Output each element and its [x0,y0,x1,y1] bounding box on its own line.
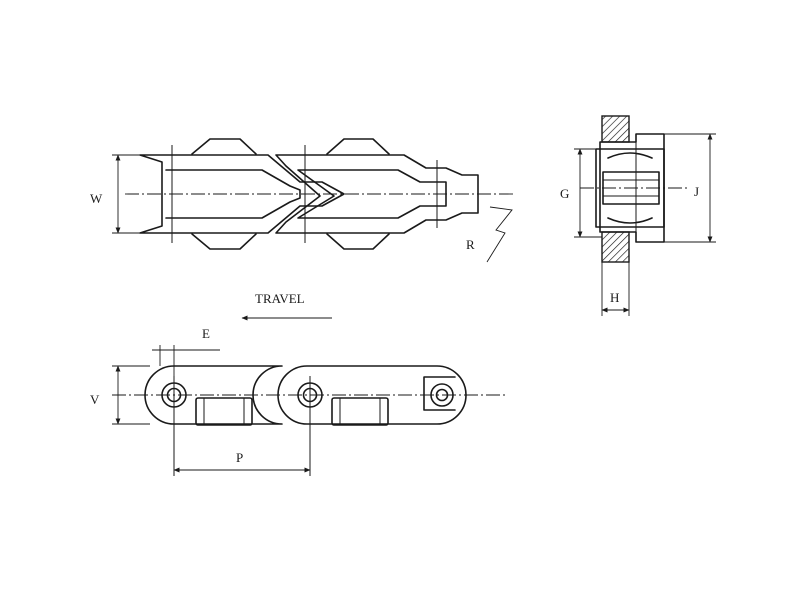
side-view: E V P [90,326,505,476]
end-view: G J H [560,115,716,316]
label-v: V [90,392,100,407]
side-link-2 [277,365,467,425]
label-e: E [202,326,210,341]
bottom-plate-hatched [601,231,630,263]
bottom-lug-2 [326,233,390,250]
top-view: W R [90,138,515,263]
block-1 [195,397,253,426]
end-connector-bracket [423,376,456,411]
label-r: R [466,237,475,252]
link-2-inner [297,169,447,219]
link-1-inner [165,169,301,219]
label-j: J [694,184,699,199]
roller-bottom-curve [607,217,653,224]
top-lug-2 [326,138,390,155]
link-1-outline [139,154,345,234]
roller-top-curve [607,152,653,159]
travel-indicator: TRAVEL [241,291,332,321]
break-line [486,206,513,263]
top-plate-hatched [601,115,630,143]
top-lug-1 [191,138,257,155]
bottom-lug-1 [191,233,257,250]
block-2 [331,397,389,426]
link-2-outline [275,154,479,234]
side-link-1 [144,365,283,425]
label-g: G [560,186,569,201]
label-w: W [90,191,103,206]
label-travel: TRAVEL [255,291,305,306]
label-p: P [236,450,243,465]
label-h: H [610,290,619,305]
